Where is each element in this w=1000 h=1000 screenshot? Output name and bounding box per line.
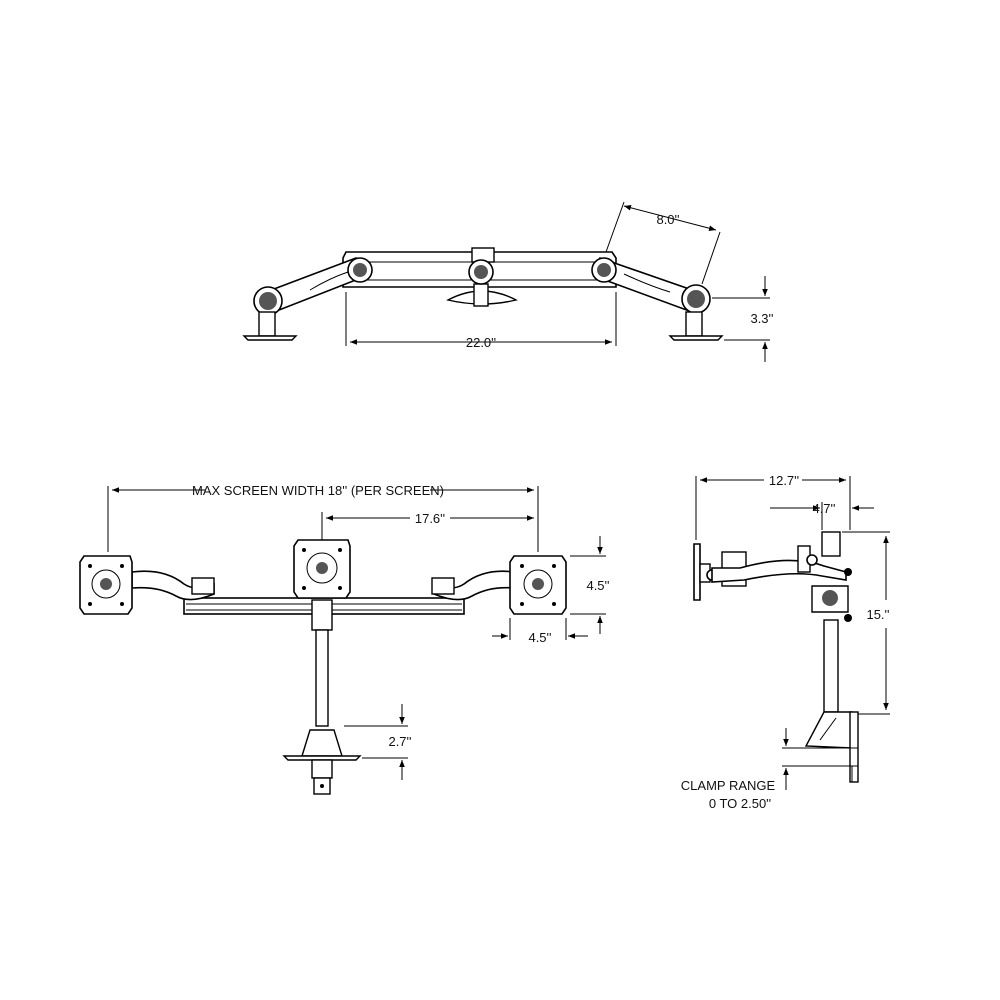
top-view: 8.0'' 22.0'' 3.3'' [242,201,774,362]
side-view: 12.7'' 4.7'' 15.'' CLAMP RANGE 0 TO 2.50… [681,473,890,811]
top-center-mount [446,247,518,307]
side-dimension-lines [695,476,890,790]
dim-base-height: 2.7'' [388,734,411,749]
right-vesa-plate [509,555,567,615]
front-pole-base [282,599,362,795]
dim-total-width: 22.0'' [466,335,496,350]
front-view: MAX SCREEN WIDTH 18'' (PER SCREEN) 17.6'… [79,483,610,795]
dim-plate-width: 4.5'' [528,630,551,645]
dim-height: 3.3'' [750,311,773,326]
dim-offset: 4.7'' [812,501,835,516]
dim-depth: 12.7'' [769,473,799,488]
top-left-arm [242,257,373,341]
side-arm [711,545,847,583]
clamp-range-label: CLAMP RANGE [681,778,776,793]
dim-pole-height: 15.'' [866,607,889,622]
left-vesa-plate [79,555,133,615]
side-clamp [800,711,859,783]
dim-arm-length: 8.0'' [656,212,679,227]
center-vesa-plate [293,539,351,599]
dim-plate-height: 4.5'' [586,578,609,593]
front-right-arm [431,570,515,601]
side-pole [811,531,852,713]
front-left-arm [131,570,215,601]
dim-screen-spacing: 17.6'' [415,511,445,526]
top-dimension-lines [345,201,770,362]
front-dimension-lines [107,486,606,780]
clamp-range-value: 0 TO 2.50'' [709,796,771,811]
dim-max-screen-width: MAX SCREEN WIDTH 18'' (PER SCREEN) [192,483,444,498]
top-right-arm [591,256,724,341]
